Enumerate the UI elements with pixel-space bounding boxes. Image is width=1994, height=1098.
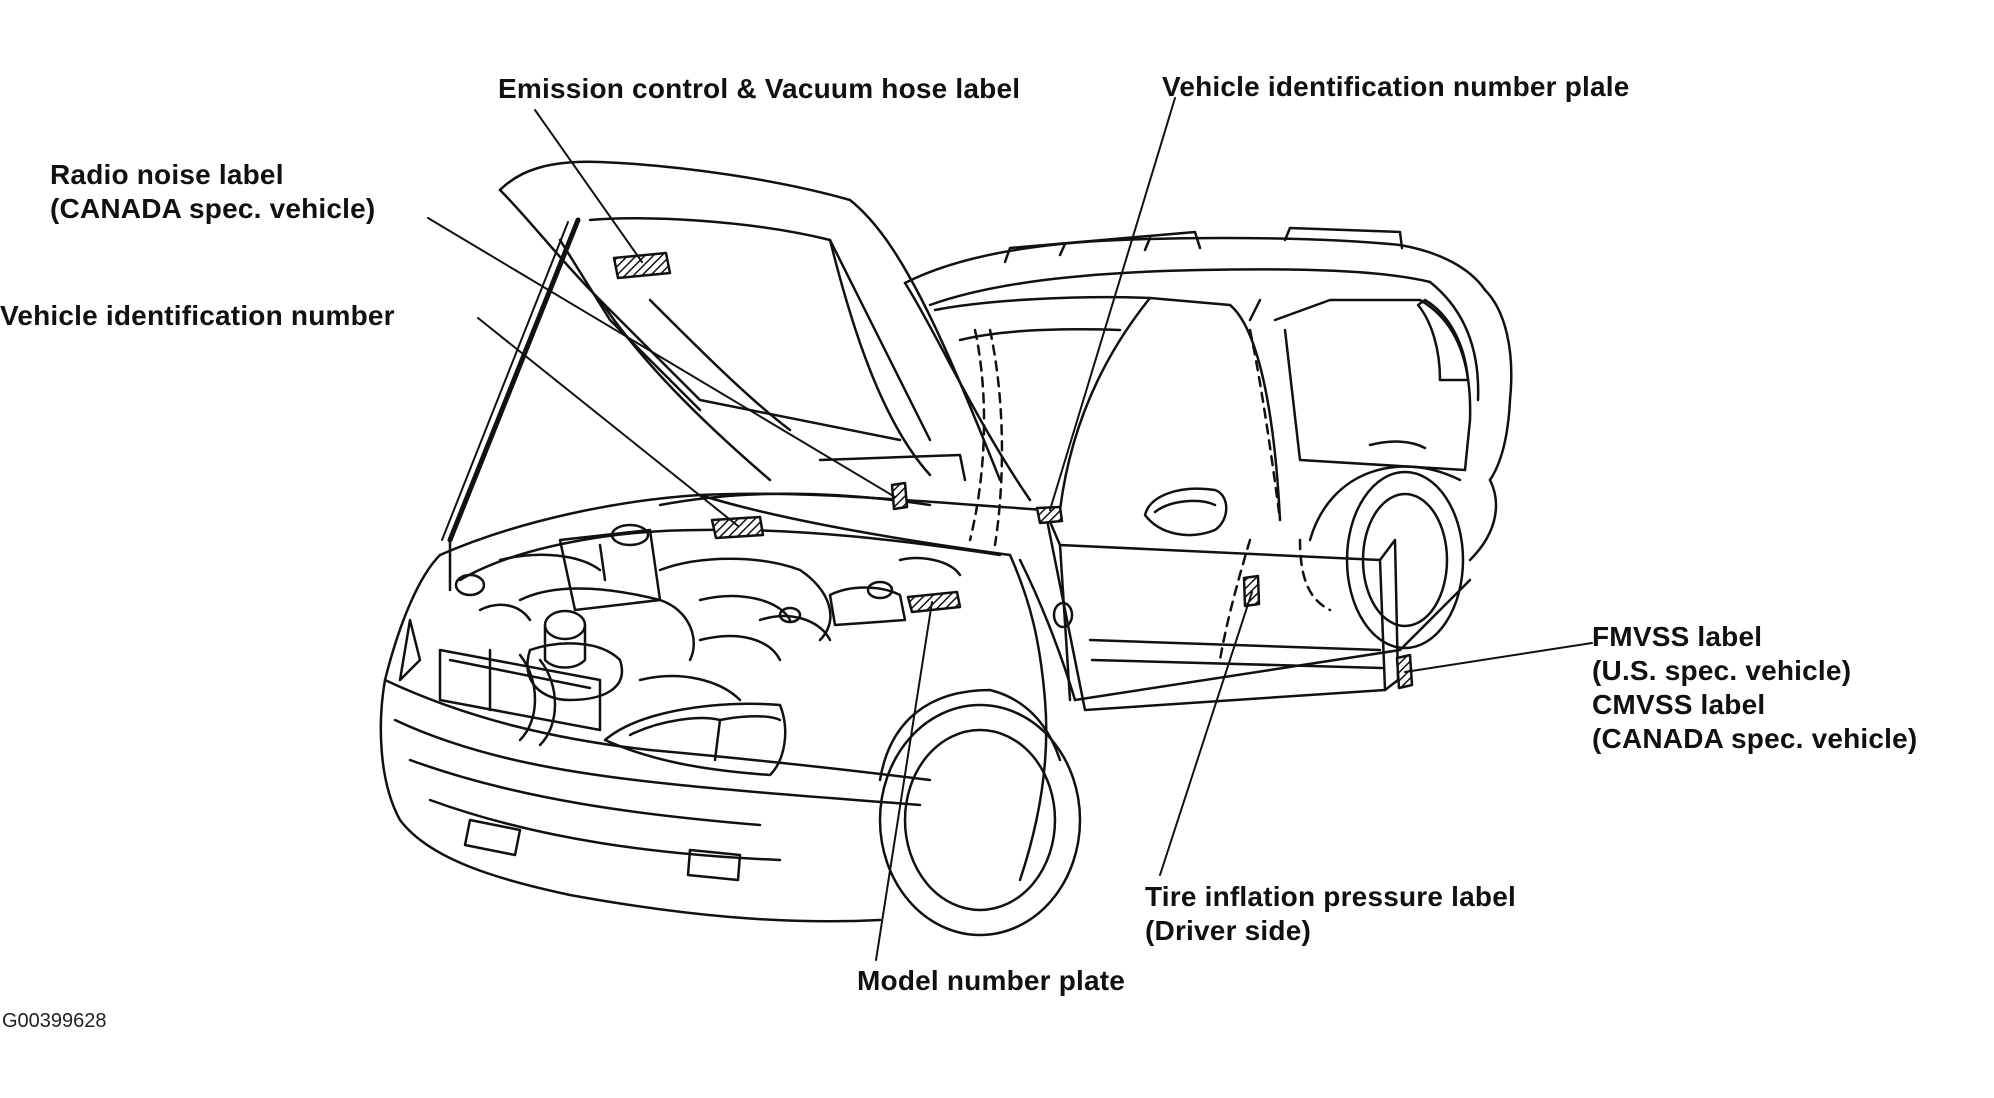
emission-control-vacuum-hose-label: Emission control & Vacuum hose label xyxy=(498,72,1020,106)
leader-vin xyxy=(477,317,739,527)
leader-radio-noise xyxy=(427,217,896,498)
radio-noise-label: Radio noise label (CANADA spec. vehicle) xyxy=(50,158,375,226)
leader-emission xyxy=(534,109,643,263)
vin-patch xyxy=(710,515,765,540)
tire-inflation-label: Tire inflation pressure label (Driver si… xyxy=(1145,880,1516,948)
leader-tire xyxy=(1159,591,1253,876)
vin-plate-label: Vehicle identification number plale xyxy=(1162,70,1630,104)
leader-model xyxy=(875,601,933,961)
radio-noise-label-line2: (CANADA spec. vehicle) xyxy=(50,193,376,224)
car-body-rear xyxy=(903,226,1513,702)
emission-label-patch xyxy=(612,251,672,280)
leader-vin-plate xyxy=(1049,97,1176,511)
leader-lines xyxy=(427,97,1593,961)
tire-label-line2: (Driver side) xyxy=(1145,915,1311,946)
cmvss-label-line2: (CANADA spec. vehicle) xyxy=(1592,723,1918,754)
driver-door xyxy=(1018,487,1400,712)
model-plate-patch xyxy=(906,590,962,614)
leader-fmvss xyxy=(1404,642,1593,673)
tire-label-line1: Tire inflation pressure label xyxy=(1145,881,1516,912)
vin-plate-label-text: Vehicle identification number plale xyxy=(1162,71,1630,102)
cmvss-label-line1: CMVSS label xyxy=(1592,689,1766,720)
model-number-plate-label: Model number plate xyxy=(857,964,1125,998)
model-label-text: Model number plate xyxy=(857,965,1126,996)
label-patches xyxy=(612,251,1414,690)
vin-label: Vehicle identification number xyxy=(0,299,395,333)
car-body-front xyxy=(379,492,1074,923)
radio-noise-patch xyxy=(890,481,909,511)
tire-label-patch xyxy=(1242,574,1261,608)
radio-noise-label-line1: Radio noise label xyxy=(50,159,284,190)
figure-id: G00399628 xyxy=(2,1010,107,1032)
fmvss-label-line2: (U.S. spec. vehicle) xyxy=(1592,655,1852,686)
hood-open xyxy=(441,160,1002,592)
vin-label-text: Vehicle identification number xyxy=(0,300,395,331)
engine-bay xyxy=(454,453,1002,702)
fmvss-cmvss-label: FMVSS label (U.S. spec. vehicle) CMVSS l… xyxy=(1592,620,1917,756)
emission-label-text: Emission control & Vacuum hose label xyxy=(498,73,1021,104)
vin-plate-patch xyxy=(1035,505,1064,525)
front-wheel xyxy=(878,688,1082,937)
fmvss-label-line1: FMVSS label xyxy=(1592,621,1763,652)
windshield xyxy=(903,281,1282,547)
